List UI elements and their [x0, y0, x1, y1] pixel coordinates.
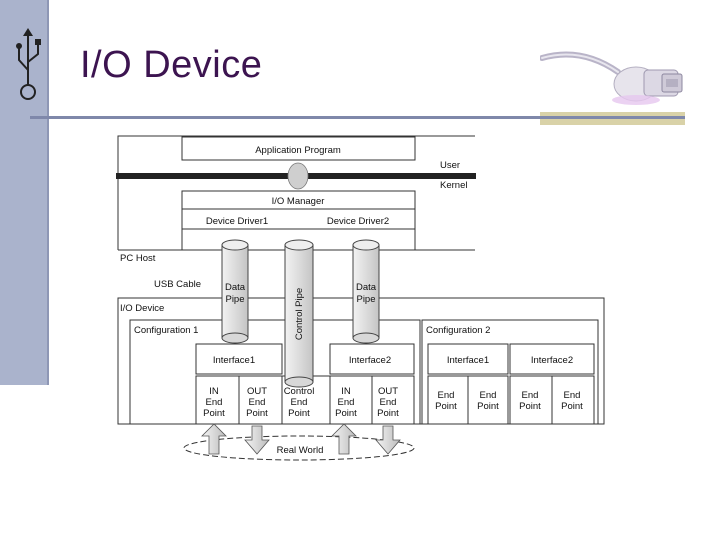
config2-interface1-box	[427, 343, 509, 375]
ep-in-2-line1: IN	[341, 386, 351, 397]
ep-in-2-line2: End	[338, 397, 355, 408]
data-pipe-2-label1: Data	[356, 282, 377, 293]
c2-ep3-line2: Point	[519, 401, 541, 412]
device-drivers-box	[181, 208, 416, 230]
page-title: I/O Device	[80, 44, 263, 86]
application-program-box	[181, 136, 416, 161]
ep-in-1-line2: End	[206, 397, 223, 408]
c2-ep1-line2: Point	[435, 401, 457, 412]
control-pipe-label: Control Pipe	[294, 288, 305, 340]
c2-ep3-line1: End	[522, 390, 539, 401]
ep-out-2-line1: OUT	[378, 386, 398, 397]
application-program-label: Application Program	[255, 145, 341, 156]
configuration1-label: Configuration 1	[134, 325, 198, 336]
io-manager-label: I/O Manager	[272, 196, 325, 207]
config1-interface2-label: Interface2	[349, 355, 391, 366]
usb-architecture-diagram: Application Program User Kernel I/O Mana…	[116, 135, 605, 461]
io-device-label: I/O Device	[120, 303, 164, 314]
control-pipe: Control Pipe	[284, 239, 314, 388]
out-arrow-2	[375, 425, 401, 455]
configuration2-label: Configuration 2	[426, 325, 490, 336]
out-arrow-1	[244, 425, 270, 455]
config2-interface2-box	[509, 343, 595, 375]
ep-control-line3: Point	[288, 408, 310, 419]
data-pipe-1-label2: Pipe	[225, 294, 244, 305]
c2-ep4-line2: Point	[561, 401, 583, 412]
data-pipe-2-label2: Pipe	[356, 294, 375, 305]
c2-ep2-line2: Point	[477, 401, 499, 412]
config2-interface2-label: Interface2	[531, 355, 573, 366]
usb-cable-label: USB Cable	[154, 279, 201, 290]
ep-in-1-line3: Point	[203, 408, 225, 419]
in-arrow-2	[331, 423, 357, 455]
c2-ep1-line1: End	[438, 390, 455, 401]
ep-in-2-line3: Point	[335, 408, 357, 419]
ep-out-2-line3: Point	[377, 408, 399, 419]
ep-out-1-line3: Point	[246, 408, 268, 419]
real-world-label: Real World	[277, 445, 324, 456]
data-pipe-1-label1: Data	[225, 282, 246, 293]
ep-in-1-line1: IN	[209, 386, 219, 397]
title-rule	[30, 116, 685, 119]
ep-out-2-line2: End	[380, 397, 397, 408]
kernel-label: Kernel	[440, 180, 467, 191]
user-label: User	[440, 160, 460, 171]
c2-ep4-line1: End	[564, 390, 581, 401]
in-arrow-1	[201, 423, 227, 455]
ep-control-line1: Control	[284, 386, 315, 397]
pc-host-label: PC Host	[120, 253, 156, 264]
config1-interface1-label: Interface1	[213, 355, 255, 366]
usb-icon	[16, 28, 41, 100]
data-pipe-1: Data Pipe	[221, 239, 249, 344]
device-driver1-label: Device Driver1	[206, 216, 268, 227]
config1-interface1-box	[195, 343, 283, 375]
usb-cable-icon	[540, 51, 683, 105]
config1-interface2-box	[329, 343, 415, 375]
ep-out-1-line1: OUT	[247, 386, 267, 397]
ep-control-line2: End	[291, 397, 308, 408]
c2-ep2-line1: End	[480, 390, 497, 401]
ep-out-1-line2: End	[249, 397, 266, 408]
sidebar-edge	[47, 0, 49, 385]
config2-interface1-label: Interface1	[447, 355, 489, 366]
syscall-connector	[287, 162, 309, 190]
data-pipe-2: Data Pipe	[352, 239, 380, 344]
device-driver2-label: Device Driver2	[327, 216, 389, 227]
